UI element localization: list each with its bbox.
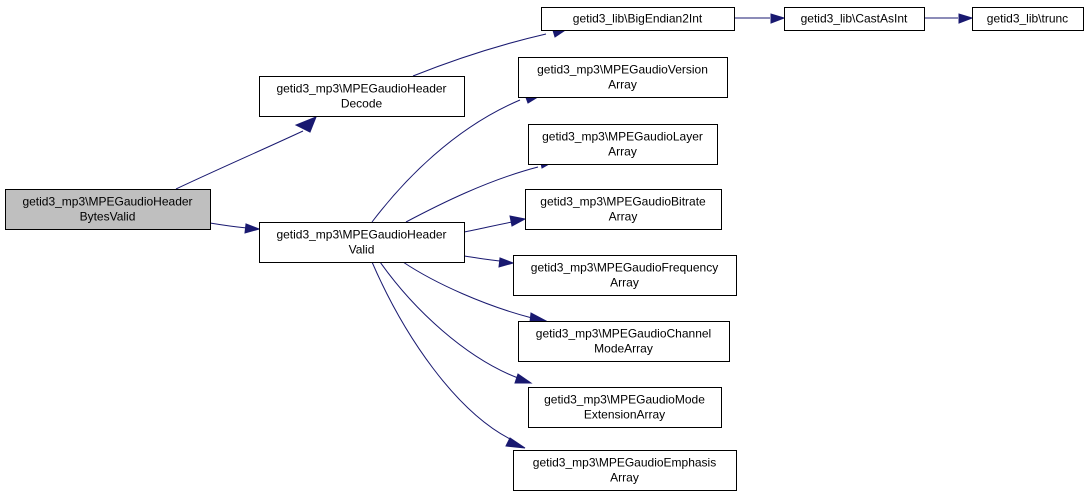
node-label-line: ExtensionArray — [584, 408, 665, 422]
node-label-line: getid3_lib\trunc — [987, 12, 1068, 26]
node-label-line: BytesValid — [80, 210, 136, 224]
node-trunc[interactable]: getid3_lib\trunc — [972, 7, 1084, 31]
node-big-endian[interactable]: getid3_lib\BigEndian2Int — [541, 7, 735, 31]
edge-bytes-valid-to-header-decode — [175, 116, 317, 190]
node-label-line: Array — [608, 78, 637, 92]
arrowhead-icon — [514, 373, 533, 384]
node-box[interactable] — [784, 7, 925, 31]
node-label-line: getid3_mp3\MPEGaudioVersion — [537, 63, 708, 77]
node-label-line: Array — [610, 471, 639, 485]
nodes-layer: getid3_mp3\MPEGaudioHeaderBytesValidgeti… — [5, 7, 1084, 491]
node-box[interactable] — [525, 189, 722, 230]
node-label-line: Array — [609, 210, 638, 224]
node-label-line: getid3_mp3\MPEGaudioFrequency — [531, 261, 718, 275]
edge-line — [379, 261, 519, 379]
arrowhead-icon — [505, 437, 526, 449]
edge-header-valid-to-frequency-array — [463, 255, 515, 268]
node-box[interactable] — [528, 124, 718, 165]
node-label-line: getid3_mp3\MPEGaudioEmphasis — [533, 456, 716, 470]
node-box[interactable] — [259, 76, 465, 117]
arrowhead-icon — [529, 312, 548, 323]
edges-layer — [175, 13, 974, 449]
edge-line — [371, 261, 513, 441]
node-box[interactable] — [528, 387, 722, 428]
node-label-line: getid3_mp3\MPEGaudioHeader — [22, 195, 192, 209]
node-cast-as-int[interactable]: getid3_lib\CastAsInt — [784, 7, 925, 31]
node-box[interactable] — [5, 189, 211, 230]
node-box[interactable] — [541, 7, 735, 31]
node-label-line: getid3_mp3\MPEGaudioLayer — [542, 130, 703, 144]
edge-line — [463, 255, 501, 262]
node-box[interactable] — [513, 450, 737, 491]
edge-line — [412, 33, 547, 77]
node-label-line: getid3_mp3\MPEGaudioMode — [544, 393, 705, 407]
edge-bytes-valid-to-header-valid — [209, 222, 261, 234]
node-label-line: getid3_lib\CastAsInt — [801, 12, 908, 26]
edge-big-endian-to-cast-as-int — [734, 13, 786, 24]
edge-cast-as-int-to-trunc — [924, 13, 974, 24]
edge-header-valid-to-emphasis-array — [371, 261, 526, 449]
node-label-line: getid3_mp3\MPEGaudioBitrate — [540, 195, 706, 209]
node-box[interactable] — [972, 7, 1084, 31]
node-label-line: Decode — [341, 97, 383, 111]
node-label-line: Array — [610, 276, 639, 290]
arrowhead-icon — [244, 223, 261, 234]
node-label-line: getid3_mp3\MPEGaudioChannel — [536, 327, 711, 341]
arrowhead-icon — [509, 215, 527, 227]
node-box[interactable] — [513, 255, 737, 296]
edge-header-valid-to-mode-extension-array — [379, 261, 533, 384]
arrowhead-icon — [958, 13, 974, 24]
node-label-line: getid3_lib\BigEndian2Int — [573, 12, 703, 26]
edge-line — [175, 130, 304, 190]
node-box[interactable] — [518, 321, 730, 362]
arrowhead-icon — [294, 116, 317, 133]
edge-line — [371, 99, 521, 223]
edge-line — [209, 222, 248, 229]
node-label-line: Valid — [349, 243, 375, 257]
arrowhead-icon — [770, 13, 786, 24]
edge-line — [463, 221, 513, 233]
arrowhead-icon — [498, 257, 515, 268]
edge-line — [405, 166, 539, 223]
edge-header-valid-to-bitrate-array — [463, 215, 527, 233]
node-label-line: Array — [608, 145, 637, 159]
node-label-line: ModeArray — [594, 342, 653, 356]
node-label-line: getid3_mp3\MPEGaudioHeader — [276, 228, 446, 242]
edge-header-valid-to-channel-mode-array — [402, 261, 548, 323]
node-label-line: getid3_mp3\MPEGaudioHeader — [276, 82, 446, 96]
edge-line — [402, 261, 533, 319]
node-box[interactable] — [518, 57, 728, 98]
node-box[interactable] — [259, 222, 465, 263]
